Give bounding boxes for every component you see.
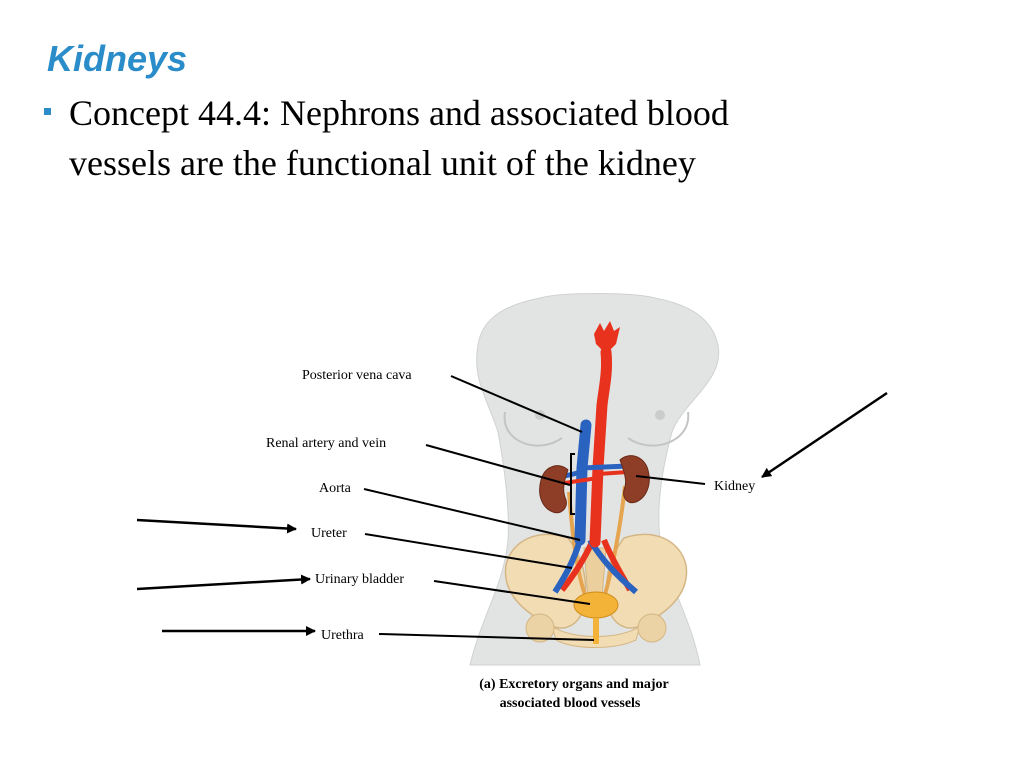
- aortic-arch: [594, 321, 620, 354]
- label-renal-artery-vein: Renal artery and vein: [266, 436, 386, 451]
- renal-artery-right: [597, 470, 629, 476]
- arrow-to-ureter: [136, 518, 297, 534]
- renal-artery-leader: [425, 444, 571, 486]
- bullet-square-icon: [44, 108, 51, 115]
- bullet-line-2: vessels are the functional unit of the k…: [69, 143, 696, 183]
- figure-caption-line-1: (a) Excretory organs and major: [479, 677, 669, 692]
- right-nipple: [655, 410, 665, 420]
- arrow-to-kidney: [761, 391, 888, 479]
- renal-vein-right: [581, 463, 629, 471]
- label-aorta: Aorta: [319, 481, 352, 496]
- aorta-vessel: [589, 346, 612, 548]
- concept-bullet: Concept 44.4: Nephrons and associated bl…: [44, 88, 924, 188]
- bullet-line-1: Concept 44.4: Nephrons and associated bl…: [69, 93, 729, 133]
- left-kidney: [539, 465, 569, 514]
- label-ureter: Ureter: [311, 526, 347, 541]
- kidney-leader: [635, 475, 706, 485]
- figure-caption-line-2: associated blood vessels: [500, 696, 641, 711]
- renal-bracket: [570, 453, 575, 515]
- aorta-leader: [363, 488, 581, 541]
- arrow-to-urinary-bladder: [136, 574, 311, 591]
- ureter-leader: [364, 533, 573, 569]
- right-kidney: [619, 455, 650, 504]
- hip-socket-right: [637, 613, 667, 643]
- right-breast: [627, 411, 690, 447]
- urinary-bladder-organ: [573, 591, 619, 619]
- label-urinary-bladder: Urinary bladder: [315, 572, 404, 587]
- hip-socket-left: [525, 613, 555, 643]
- right-ureter: [602, 485, 627, 599]
- slide-title: Kidneys: [47, 38, 188, 79]
- left-breast: [503, 411, 563, 447]
- bullet-text: Concept 44.4: Nephrons and associated bl…: [69, 88, 924, 188]
- urethra-leader: [378, 633, 595, 641]
- label-kidney: Kidney: [714, 479, 755, 494]
- label-urethra: Urethra: [321, 628, 365, 643]
- vena-cava-leader: [450, 375, 583, 433]
- label-posterior-vena-cava: Posterior vena cava: [302, 368, 412, 383]
- bladder-leader: [433, 580, 591, 605]
